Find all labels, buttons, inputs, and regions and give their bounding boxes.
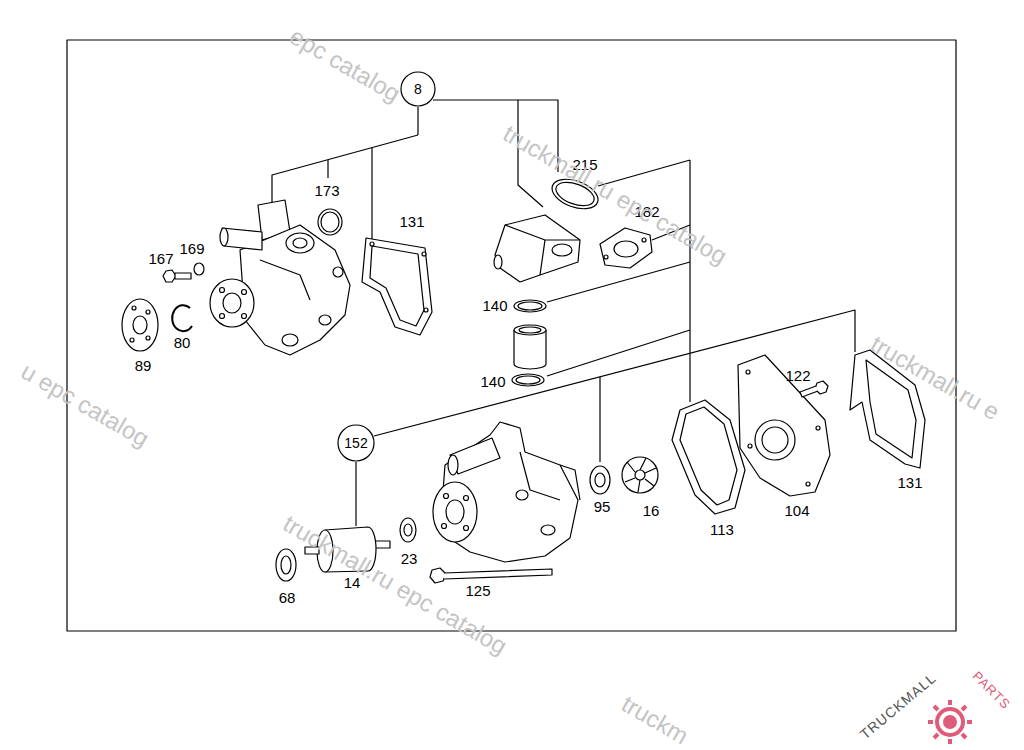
gasket [672, 400, 745, 514]
circlip [172, 305, 192, 331]
callout-number: 173 [314, 183, 339, 198]
bolt [800, 381, 828, 397]
o-ring [512, 374, 544, 386]
bolt [430, 568, 552, 583]
callout-number: 104 [784, 503, 809, 518]
label-holder: 104 [784, 502, 809, 520]
seal-ring [276, 549, 296, 581]
cover-plate [738, 355, 830, 496]
callout-circle: 8 [400, 71, 436, 107]
callout-number: 16 [643, 503, 660, 518]
label-holder: 16 [643, 502, 660, 520]
callout-number: 113 [710, 522, 734, 537]
label-holder: 167 [148, 250, 173, 268]
seal-ring [400, 518, 416, 542]
label-holder: 140 [480, 373, 505, 391]
callout-circle-outline [338, 425, 374, 461]
label-holder: TRUCKMALL [856, 669, 939, 743]
frame [67, 40, 956, 631]
leader-lines [272, 100, 855, 526]
watermark: epc catalog [286, 24, 404, 106]
o-ring [318, 209, 342, 235]
pulley-hub [122, 299, 158, 351]
callout-number: 152 [344, 436, 367, 450]
logo-gear [928, 700, 972, 744]
callout-number: 131 [399, 214, 424, 229]
label-holder: 140 [482, 297, 507, 315]
gasket [600, 228, 652, 268]
label-holder: 122 [785, 367, 810, 385]
callout-number: 23 [401, 551, 418, 566]
label-holder: 80 [174, 334, 191, 352]
callout-number: 131 [897, 475, 922, 490]
o-ring [514, 300, 546, 312]
callout-number: 122 [785, 368, 810, 383]
label-holder: 95 [594, 498, 611, 516]
callout-circle-outline [401, 72, 435, 106]
label-holder: 89 [135, 357, 152, 375]
sleeve [514, 325, 546, 369]
callout-number: 125 [465, 583, 490, 598]
label-holder: 131 [399, 213, 424, 231]
seal [590, 466, 610, 494]
label-holder: u epc catalog [17, 359, 153, 451]
bolt [163, 270, 191, 282]
label-holder: 23 [401, 550, 418, 568]
callout-number: 140 [482, 298, 507, 313]
logo-text: PARTS [970, 669, 1013, 712]
gasket [362, 238, 432, 335]
watermark: truckm [618, 692, 692, 749]
callout-circle: 152 [337, 424, 375, 462]
callout-number: 169 [179, 241, 204, 256]
washer [194, 263, 204, 275]
impeller [622, 457, 658, 493]
label-holder: PARTS [969, 667, 1015, 713]
thermostat-housing [494, 215, 580, 282]
label-holder: 125 [465, 582, 490, 600]
callout-number: 167 [148, 251, 173, 266]
label-holder: 173 [314, 182, 339, 200]
watermark: u epc catalog [17, 359, 153, 451]
water-pump [210, 200, 350, 355]
callout-number: 95 [594, 499, 611, 514]
callout-number: 89 [135, 358, 152, 373]
label-holder: epc catalog [286, 24, 404, 106]
callout-number: 8 [414, 82, 422, 96]
label-holder: 68 [279, 589, 296, 607]
label-holder: 169 [179, 240, 204, 258]
label-holder: 113 [710, 521, 734, 539]
callout-number: 140 [480, 374, 505, 389]
label-holder: 131 [897, 474, 922, 492]
logo-text: TRUCKMALL [858, 670, 939, 741]
label-holder: truckm [618, 692, 692, 749]
callout-number: 80 [174, 335, 191, 350]
water-pump [433, 422, 580, 562]
callout-number: 68 [279, 590, 296, 605]
